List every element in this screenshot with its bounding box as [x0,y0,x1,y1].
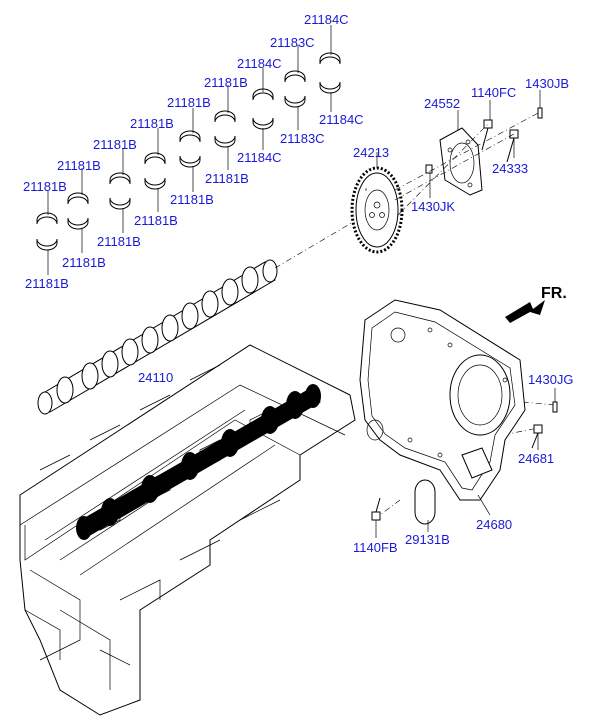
bolt-24681[interactable] [531,424,543,450]
label-24333[interactable]: 24333 [492,161,529,176]
pin-1430jg[interactable] [552,388,558,413]
label-1140fb[interactable]: 1140FB [353,540,398,555]
label-21184c-lower[interactable]: 21184C [237,150,282,165]
plate-24552[interactable] [439,110,483,196]
key-1430jk[interactable] [425,164,433,198]
label-24213[interactable]: 24213 [353,145,390,160]
label-24680[interactable]: 24680 [476,517,513,532]
camshaft-installed [76,384,321,540]
label-21181b-5[interactable]: 21181B [57,158,101,173]
camshaft-gear-24213[interactable] [350,152,404,254]
label-24681[interactable]: 24681 [518,451,555,466]
front-indicator: FR. [541,285,567,302]
label-21181b-11[interactable]: 21181B [62,255,106,270]
timing-cover-24680[interactable] [359,299,526,516]
label-21184c-right[interactable]: 21184C [319,112,364,127]
shell-leaders [47,25,332,275]
label-24552[interactable]: 24552 [424,96,461,111]
gasket-29131b[interactable] [414,479,436,532]
bolt-24333[interactable] [506,129,519,163]
bolt-1140fb[interactable] [371,497,381,538]
label-21184c-top[interactable]: 21184C [304,12,349,27]
label-21181b-8[interactable]: 21181B [170,192,214,207]
camshaft-24110[interactable] [37,214,366,415]
label-29131b[interactable]: 29131B [405,532,450,547]
pin-1430jb[interactable] [537,90,543,119]
label-1430jb[interactable]: 1430JB [525,76,570,91]
bearing-shells[interactable] [36,52,341,251]
label-21183c-top[interactable]: 21183C [270,35,315,50]
label-21181b-10[interactable]: 21181B [97,234,141,249]
label-21184c-mid[interactable]: 21184C [237,56,282,71]
label-24110[interactable]: 24110 [138,370,174,385]
bolt-1140fc[interactable] [481,100,493,151]
label-21181b-6[interactable]: 21181B [23,179,67,194]
label-21181b-9[interactable]: 21181B [134,213,178,228]
label-21181b-1[interactable]: 21181B [204,75,248,90]
label-21181b-4[interactable]: 21181B [93,137,137,152]
label-1430jk[interactable]: 1430JK [411,199,456,214]
label-21181b-2[interactable]: 21181B [167,95,211,110]
label-21181b-3[interactable]: 21181B [130,116,174,131]
label-21181b-12[interactable]: 21181B [25,276,69,291]
label-21181b-7[interactable]: 21181B [205,171,249,186]
label-1140fc[interactable]: 1140FC [471,85,517,100]
label-21183c-right[interactable]: 21183C [280,131,325,146]
label-1430jg[interactable]: 1430JG [528,372,574,387]
front-arrow-icon [505,300,545,323]
